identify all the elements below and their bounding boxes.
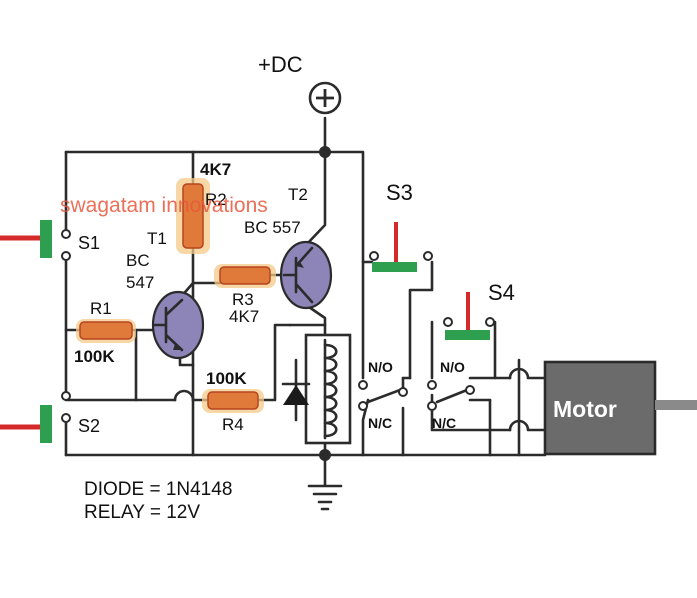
relay2-nc-label: N/C: [432, 415, 456, 431]
switch-s4: S4: [443, 280, 515, 340]
s4-label: S4: [488, 280, 515, 305]
r2-ref: R2: [205, 190, 227, 209]
junction-dots: [319, 146, 331, 461]
s1-label: S1: [78, 233, 100, 253]
s3-label: S3: [386, 180, 413, 205]
relay-coil: [304, 333, 352, 445]
power-terminal: +DC: [258, 52, 342, 115]
resistor-r4: [202, 389, 264, 413]
notes: DIODE = 1N4148 RELAY = 12V: [84, 479, 232, 523]
t2-type: BC 557: [244, 218, 301, 237]
r3-ref: R3: [232, 290, 254, 309]
watermark: swagatam innovations: [60, 194, 268, 217]
resistor-r3: [214, 264, 276, 288]
power-label: +DC: [258, 52, 303, 77]
motor: Motor: [543, 360, 697, 456]
relay-note: RELAY = 12V: [84, 502, 200, 523]
switch-s3: S3: [369, 180, 433, 272]
r1-value: 100K: [74, 347, 115, 366]
switch-s1: S1: [0, 220, 100, 261]
ground-symbol: [307, 484, 343, 511]
resistor-r2: [176, 178, 210, 254]
t1-ref: T1: [147, 229, 167, 248]
transistor-t1: [151, 290, 205, 360]
relay1-no-label: N/O: [368, 359, 393, 375]
r4-value: 100K: [206, 369, 247, 388]
resistor-r1: [76, 319, 136, 343]
s2-label: S2: [78, 416, 100, 436]
transistor-t2: [279, 240, 333, 310]
component-labels: 4K7 R2 T2 BC 557 T1 BC 547 R3 4K7 R1 100…: [74, 160, 308, 434]
diode-note: DIODE = 1N4148: [84, 479, 232, 500]
t1-type: BC: [126, 251, 150, 270]
switch-s2: S2: [0, 391, 100, 443]
diode: [281, 358, 311, 422]
r3-value: 4K7: [229, 307, 259, 326]
r4-ref: R4: [222, 415, 244, 434]
relay1-nc-label: N/C: [368, 415, 392, 431]
motor-label: Motor: [553, 396, 617, 422]
relay2-no-label: N/O: [440, 359, 465, 375]
r2-value: 4K7: [200, 160, 231, 179]
t2-ref: T2: [288, 185, 308, 204]
t1-number: 547: [126, 273, 154, 292]
r1-ref: R1: [90, 299, 112, 318]
wires: [64, 116, 547, 487]
relay-contacts: N/O N/C N/O N/C: [358, 359, 475, 431]
